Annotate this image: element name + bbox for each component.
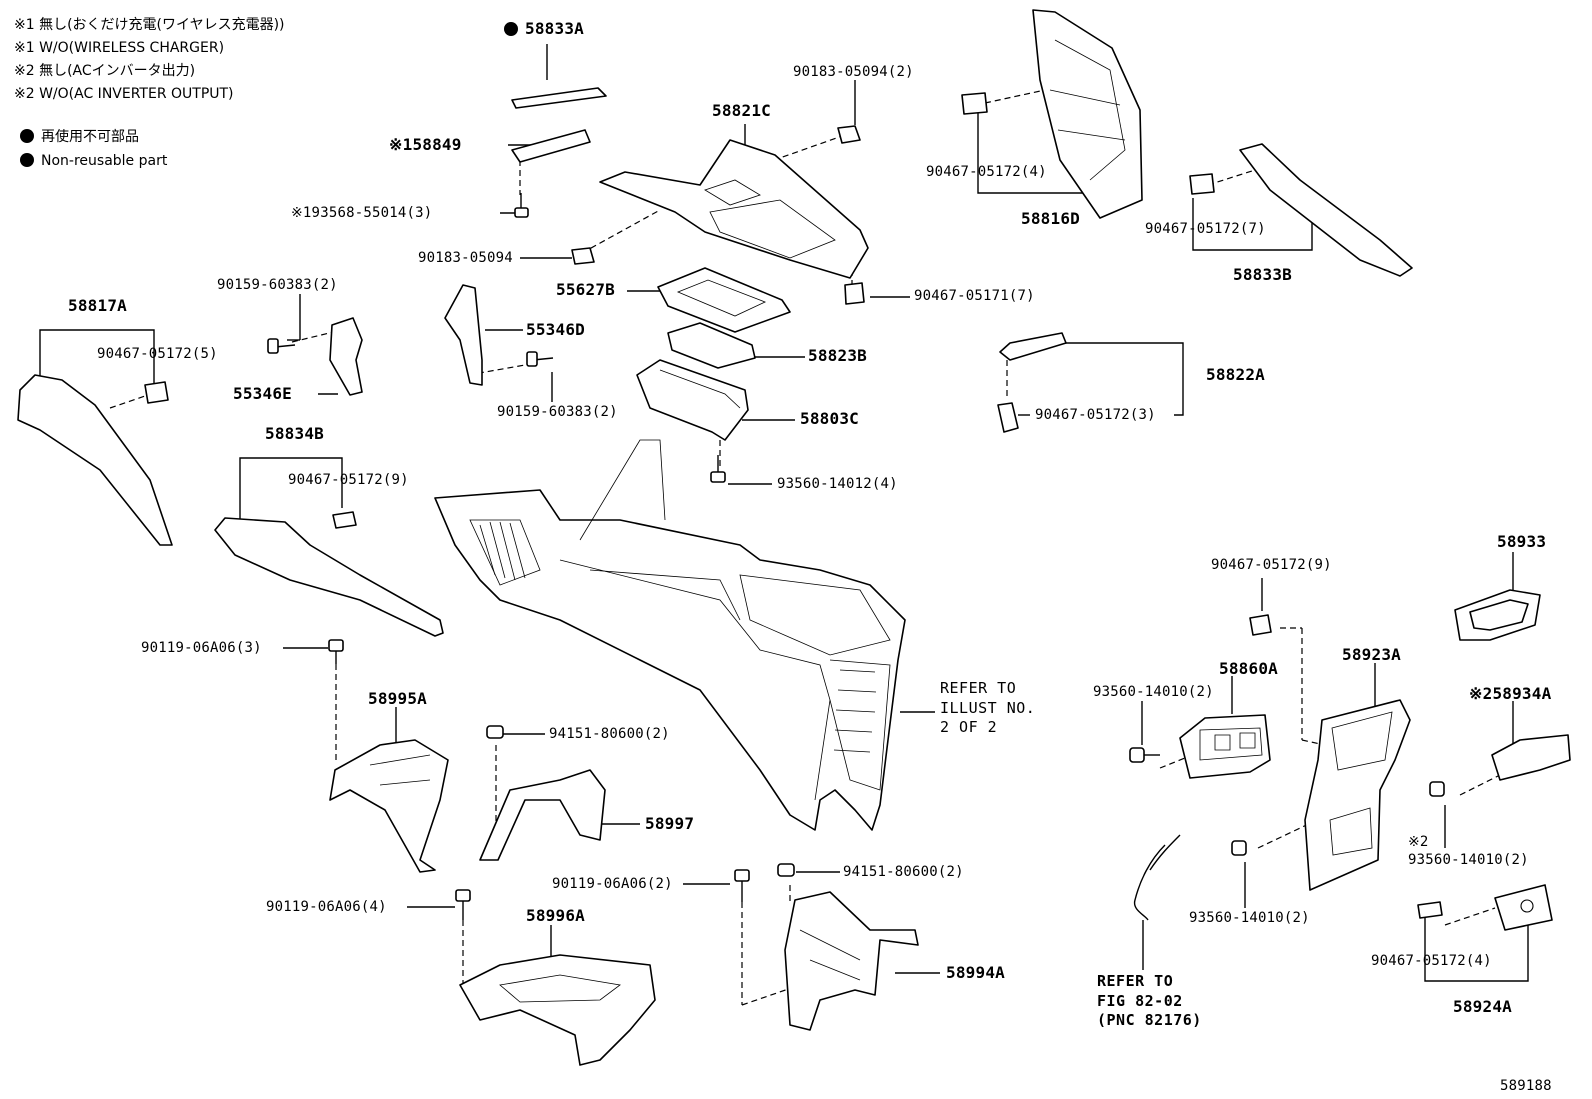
label-93560-14010-2c: 93560-14010(2)	[1408, 852, 1529, 868]
box-58803C	[636, 359, 749, 441]
label-90183-05094-2: 90183-05094(2)	[793, 64, 914, 80]
label-58817A: 58817A	[68, 296, 127, 315]
label-58934A: ※258934A	[1469, 684, 1552, 703]
label-58834B: 58834B	[265, 424, 324, 443]
label-93568-55014: ※193568-55014(3)	[291, 205, 433, 221]
label-90119-06A06-2: 90119-06A06(2)	[552, 876, 673, 892]
label-90467-05172-4b: 90467-05172(4)	[1371, 953, 1492, 969]
label-55627B: 55627B	[556, 280, 615, 299]
label-94151-80600-2a: 94151-80600(2)	[549, 726, 670, 742]
bracket-58995A	[329, 739, 449, 873]
label-58923A: 58923A	[1342, 645, 1401, 664]
label-58924A: 58924A	[1453, 997, 1512, 1016]
legend-en: Non-reusable part	[20, 153, 167, 168]
label-58821C: 58821C	[712, 101, 771, 120]
label-58995A: 58995A	[368, 689, 427, 708]
label-58822A: 58822A	[1206, 365, 1265, 384]
label-90159-60383-2b: 90159-60383(2)	[497, 404, 618, 420]
console-body	[434, 489, 906, 831]
label-55346D: 55346D	[526, 320, 585, 339]
label-90159-60383-2a: 90159-60383(2)	[217, 277, 338, 293]
bracket-55346D	[444, 284, 483, 386]
non-reusable-dot-icon	[20, 129, 34, 143]
note-2-en: ※2 W/O(AC INVERTER OUTPUT)	[14, 86, 234, 102]
outlet-58934A	[1491, 734, 1571, 781]
label-58996A: 58996A	[526, 906, 585, 925]
label-58994A: 58994A	[946, 963, 1005, 982]
panel-58816D	[1032, 9, 1143, 219]
note-1-en: ※1 W/O(WIRELESS CHARGER)	[14, 40, 225, 56]
strip-58833B	[1239, 143, 1413, 277]
figure-id: 589188	[1500, 1078, 1552, 1094]
label-90119-06A06-3: 90119-06A06(3)	[141, 640, 262, 656]
label-58860A: 58860A	[1219, 659, 1278, 678]
trim-58834B	[214, 517, 444, 637]
outlet-58860A	[1179, 714, 1271, 779]
trim-58822A	[999, 332, 1067, 361]
label-90467-05172-5: 90467-05172(5)	[97, 346, 218, 362]
bracket-58996A	[459, 954, 656, 1066]
pad-58833A	[511, 87, 607, 109]
note-1-ja: ※1 無し(おくだけ充電(ワイヤレス充電器))	[14, 17, 285, 33]
cover-58924A	[1494, 884, 1553, 931]
non-reusable-dot-icon	[504, 22, 518, 36]
label-90119-06A06-4: 90119-06A06(4)	[266, 899, 387, 915]
label-90183-05094: 90183-05094	[418, 250, 513, 266]
label-58803C: 58803C	[800, 409, 859, 428]
bracket-58997	[479, 769, 606, 861]
label-55346E: 55346E	[233, 384, 292, 403]
label-90467-05172-4a: 90467-05172(4)	[926, 164, 1047, 180]
label-90467-05172-3: 90467-05172(3)	[1035, 407, 1156, 423]
panel-58821C	[599, 139, 869, 279]
label-93560-14010-2a: 93560-14010(2)	[1093, 684, 1214, 700]
label-58849: ※158849	[389, 135, 462, 154]
label-93560-mark: ※2	[1408, 834, 1429, 850]
label-90467-05171-7: 90467-05171(7)	[914, 288, 1035, 304]
panel-58923A	[1304, 699, 1411, 891]
label-58823B: 58823B	[808, 346, 867, 365]
bracket-55346E	[329, 317, 363, 396]
label-58997: 58997	[645, 814, 695, 833]
label-93560-14010-2b: 93560-14010(2)	[1189, 910, 1310, 926]
refer-fig-note: REFER TO FIG 82-02 (PNC 82176)	[1097, 972, 1202, 1029]
label-90467-05172-9a: 90467-05172(9)	[288, 472, 409, 488]
label-58833B: 58833B	[1233, 265, 1292, 284]
label-58816D: 58816D	[1021, 209, 1080, 228]
screw-93568	[514, 193, 529, 218]
wire-harness	[1133, 844, 1166, 921]
label-94151-80600-2b: 94151-80600(2)	[843, 864, 964, 880]
label-93560-14012-4: 93560-14012(4)	[777, 476, 898, 492]
non-reusable-dot-icon	[20, 153, 34, 167]
label-58933: 58933	[1497, 532, 1547, 551]
label-90467-05172-9b: 90467-05172(9)	[1211, 557, 1332, 573]
label-58833A: 58833A	[504, 21, 584, 37]
label-90467-05172-7: 90467-05172(7)	[1145, 221, 1266, 237]
part-shapes	[17, 9, 1571, 1066]
refer-illust-note: REFER TO ILLUST NO. 2 OF 2	[940, 679, 1036, 736]
legend-ja: 再使用不可部品	[20, 129, 139, 144]
bracket-58994A	[784, 891, 919, 1031]
note-2-ja: ※2 無し(ACインバータ出力)	[14, 63, 196, 79]
panel-58817A	[17, 374, 173, 546]
bezel-55627B	[657, 267, 791, 333]
leader-lines	[39, 44, 1529, 982]
cover-58849	[511, 129, 591, 163]
